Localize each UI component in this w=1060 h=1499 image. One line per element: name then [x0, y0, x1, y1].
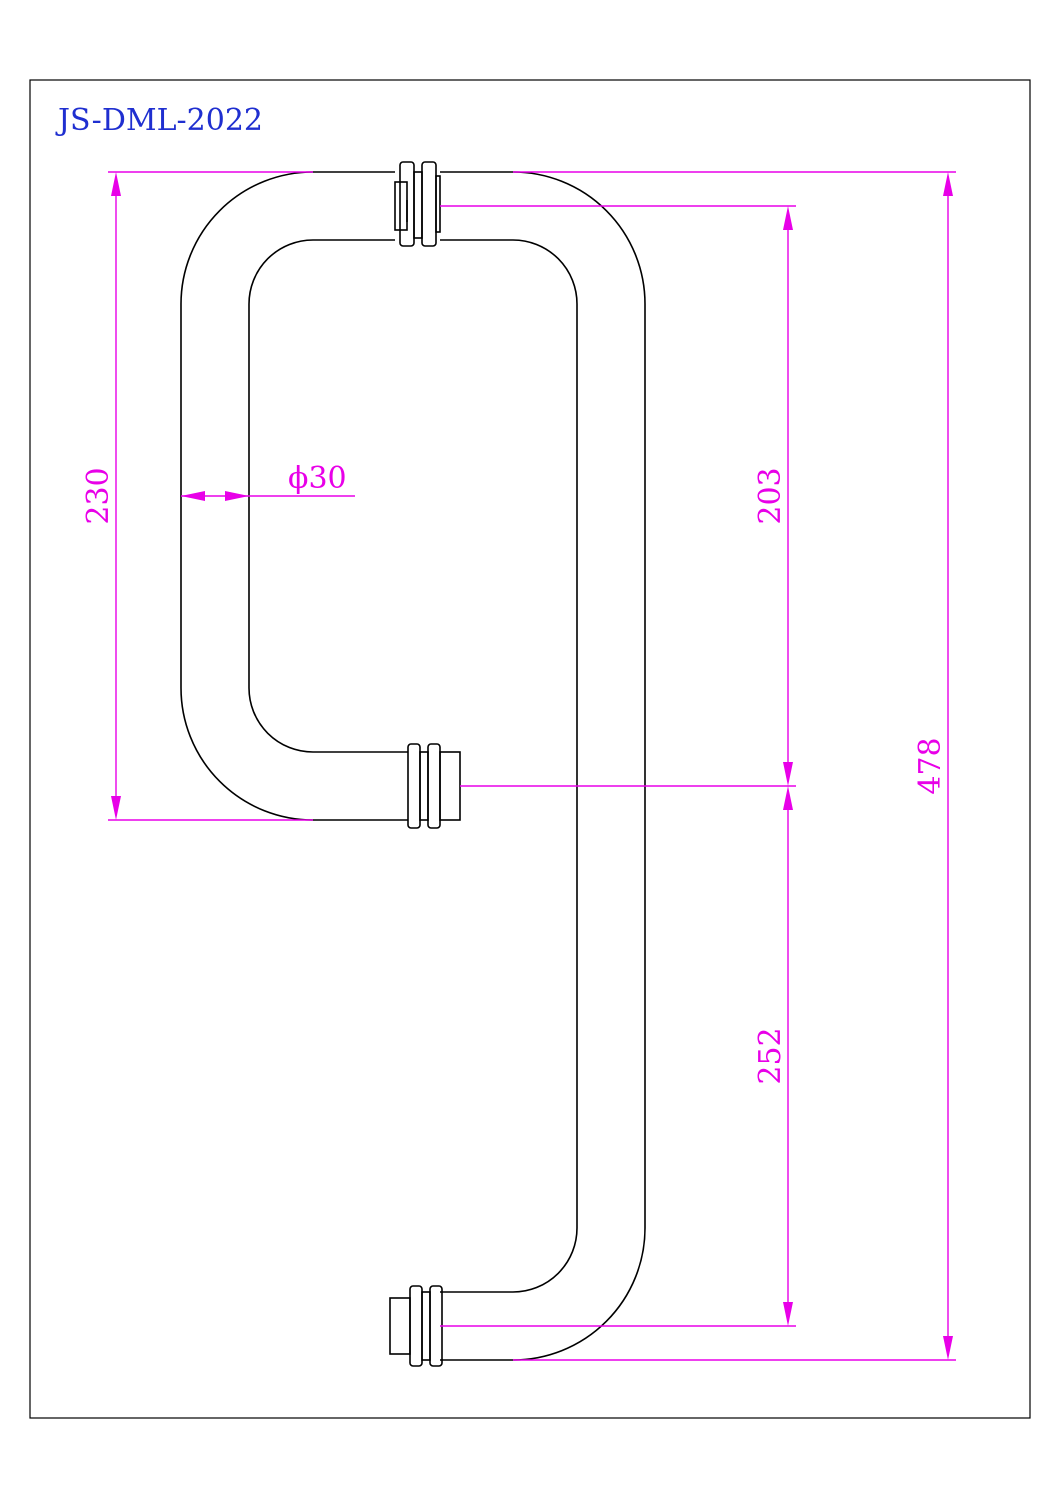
bottom-collar — [389, 1285, 443, 1367]
dimension-478: 478 — [513, 171, 956, 1361]
middle-collar — [407, 743, 461, 829]
dimension-478-label: 478 — [913, 737, 948, 794]
dimension-230-label: 230 — [81, 467, 116, 524]
upper-collar — [394, 161, 441, 247]
dimension-203-label: 203 — [753, 467, 788, 524]
dimension-252: 252 — [440, 786, 796, 1327]
dimension-diameter-label: ϕ30 — [288, 461, 347, 496]
lower-handle-inner-edge — [440, 239, 578, 1293]
dimension-diameter: ϕ30 — [181, 461, 355, 501]
drawing-title: JS-DML-2022 — [55, 103, 263, 138]
lower-handle-outer-edge — [440, 171, 646, 1361]
dimension-230: 230 — [81, 171, 313, 821]
dimension-252-label: 252 — [753, 1027, 788, 1084]
drawing-frame — [29, 79, 1031, 1419]
dimension-203: 203 — [440, 205, 796, 787]
lower-handle — [440, 171, 646, 1361]
